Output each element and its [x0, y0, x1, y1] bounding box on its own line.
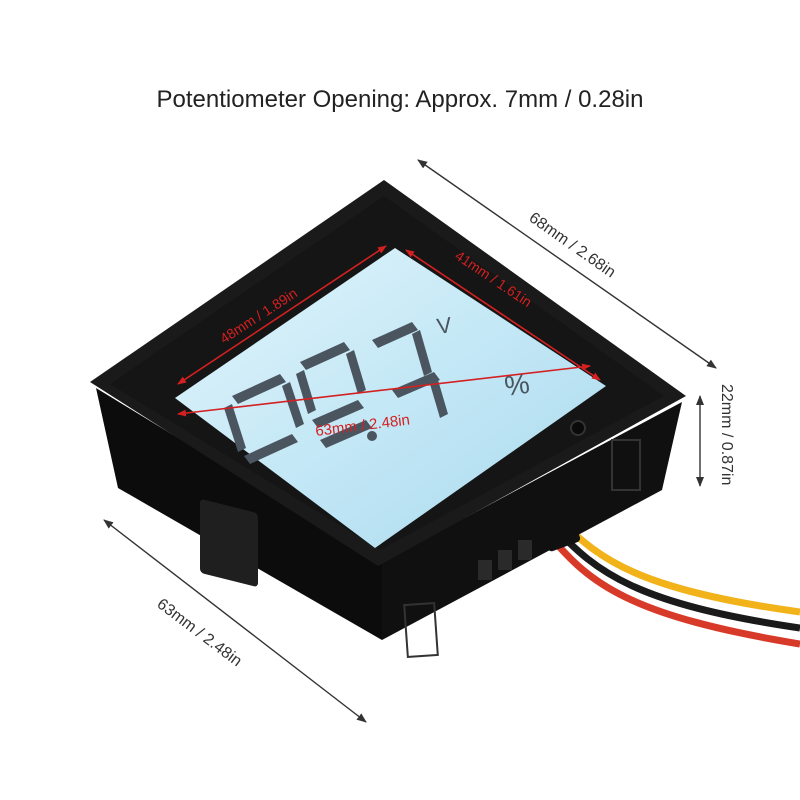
side-height-label: 22mm / 0.87in	[718, 384, 735, 485]
bottom-depth-label: 63mm / 2.48in	[154, 596, 245, 671]
potentiometer-knob	[570, 420, 586, 436]
caption: Potentiometer Opening: Approx. 7mm / 0.2…	[156, 86, 644, 113]
